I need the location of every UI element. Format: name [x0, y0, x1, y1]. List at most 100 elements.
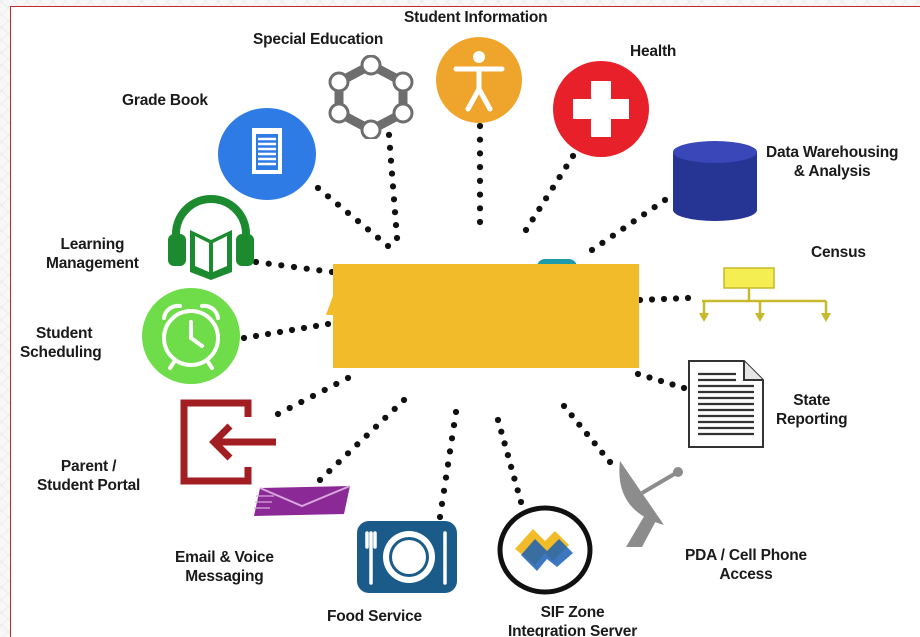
label-pda-cell-phone: PDA / Cell Phone Access: [685, 547, 807, 583]
label-special-education: Special Education: [253, 31, 384, 48]
connector-dot: [476, 164, 484, 171]
connector-dot: [385, 131, 393, 138]
connector-dot: [324, 320, 332, 328]
connector-dot: [290, 263, 298, 271]
connector-dot: [498, 428, 505, 435]
envelope-icon: [254, 485, 351, 516]
connector-dot: [303, 265, 310, 272]
connector-dot: [543, 195, 550, 202]
connector-dot: [556, 174, 563, 181]
connector-dots: [240, 118, 692, 521]
connector-dot: [549, 184, 557, 191]
connector-dot: [300, 324, 308, 332]
label-student-scheduling: Student Scheduling: [20, 325, 102, 361]
connector-dot: [588, 246, 596, 254]
label-student-information: Student Information: [404, 9, 548, 26]
connector-dot: [476, 136, 484, 143]
connector-dot: [634, 370, 642, 378]
connector-dot: [563, 163, 570, 170]
connector-dot: [651, 204, 658, 211]
connector-dot: [391, 209, 399, 216]
connector-dot: [606, 458, 614, 466]
connector-dot: [390, 196, 398, 203]
connector-dot: [344, 450, 352, 457]
label-email-voice-messaging: Email & Voice Messaging: [175, 549, 274, 585]
document-icon: [218, 108, 316, 200]
connector-dot: [326, 468, 333, 475]
connector-dot: [560, 402, 568, 410]
connector-dot: [298, 398, 305, 406]
hexagon-ring-icon: [328, 55, 414, 139]
connector-dot: [680, 384, 688, 392]
connector-dot: [276, 328, 284, 336]
satellite-dish-icon: [619, 461, 683, 547]
connector-dot: [599, 239, 606, 246]
connector-dot: [372, 423, 380, 430]
label-food-service: Food Service: [327, 608, 422, 625]
connector-dot: [321, 386, 328, 394]
connector-dot: [576, 421, 583, 428]
connector-dot: [529, 216, 536, 223]
connector-dot: [444, 461, 452, 468]
connector-dot: [391, 405, 398, 412]
connector-dot: [386, 144, 394, 151]
connector-dot: [536, 205, 543, 212]
report-document-icon: [688, 360, 764, 448]
connector-dot: [661, 196, 669, 204]
connector-dot: [388, 170, 396, 177]
connector-dot: [384, 242, 392, 250]
connector-dot: [476, 218, 484, 226]
connector-dot: [476, 177, 484, 184]
connector-dot: [476, 122, 484, 130]
connector-dot: [476, 150, 484, 157]
hub-edge-left: [326, 293, 334, 315]
connector-dot: [344, 209, 352, 216]
label-learning-management: Learning Management: [46, 236, 139, 272]
connector-dot: [599, 449, 606, 456]
medical-cross-icon: [553, 61, 649, 157]
connector-dot: [387, 157, 395, 164]
connector-dot: [286, 404, 293, 412]
connector-dot: [568, 412, 575, 419]
connector-dot: [333, 380, 340, 388]
central-hub-box: [333, 264, 639, 368]
connector-dot: [252, 258, 260, 266]
headphones-book-icon: [168, 195, 254, 280]
connector-dot: [354, 441, 361, 448]
connector-dot: [522, 226, 530, 234]
label-census: Census: [811, 244, 866, 261]
connector-dot: [648, 296, 656, 303]
connector-dot: [334, 201, 342, 208]
connector-dot: [278, 262, 285, 269]
portal-arrow-icon: [180, 399, 276, 485]
connector-dot: [508, 463, 515, 470]
connector-dot: [312, 322, 320, 330]
connector-dot: [316, 476, 324, 484]
label-data-warehousing: Data Warehousing & Analysis: [766, 144, 899, 180]
label-state-reporting: State Reporting: [776, 392, 848, 428]
connector-dot: [448, 435, 456, 442]
connector-dot: [436, 513, 444, 521]
connector-dot: [252, 332, 260, 340]
clock-icon: [142, 288, 240, 384]
connector-dot: [364, 226, 372, 233]
connector-dot: [517, 498, 525, 506]
connector-dot: [264, 330, 272, 338]
connector-dot: [440, 487, 448, 494]
connector-dot: [452, 408, 460, 416]
connector-dot: [494, 416, 502, 424]
connector-dot: [400, 396, 408, 404]
connector-dot: [669, 381, 676, 388]
connector-dot: [514, 487, 521, 494]
connector-dot: [504, 452, 511, 459]
connector-dot: [389, 183, 397, 190]
connector-dot: [450, 422, 458, 429]
connector-dot: [569, 152, 577, 160]
label-grade-book: Grade Book: [122, 92, 208, 109]
connector-dot: [442, 474, 450, 481]
connector-dot: [314, 184, 322, 192]
connector-dot: [382, 414, 389, 421]
connector-dot: [265, 260, 272, 267]
